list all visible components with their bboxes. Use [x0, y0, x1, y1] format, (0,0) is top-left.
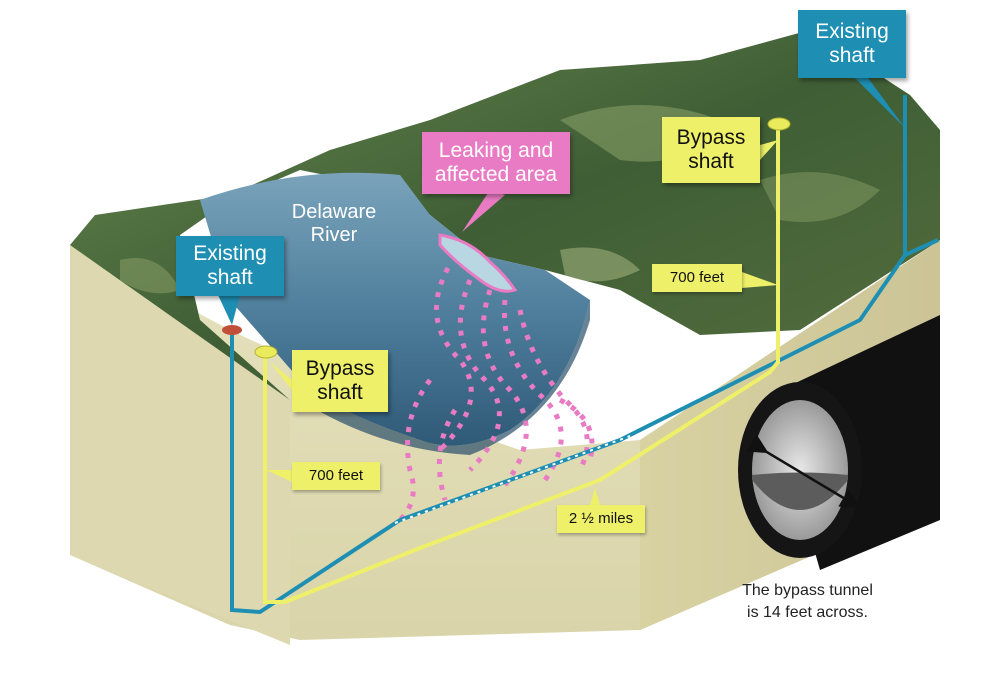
bypass-shaft-label-right-line2: shaft	[688, 150, 734, 173]
existing-shaft-label-left-line2: shaft	[207, 266, 253, 289]
existing-shaft-label-right-line2: shaft	[829, 44, 875, 67]
bypass-shaft-label-left-line2: shaft	[317, 381, 363, 404]
existing-shaft-label-left-line1: Existing	[193, 242, 267, 266]
tunnel-length-label-text: 2 ½ miles	[568, 509, 634, 527]
leaking-area-label: Leaking and affected area	[422, 132, 570, 194]
river-label-line1: Delaware	[291, 201, 377, 223]
bypass-shaft-label-left-line1: Bypass	[305, 357, 375, 381]
depth-label-left-text: 700 feet	[308, 466, 364, 484]
tunnel-length-label: 2 ½ miles	[557, 505, 645, 533]
tunnel-pipe	[738, 315, 940, 570]
river-label-line2: River	[310, 224, 358, 246]
bypass-shaft-label-left: Bypass shaft	[292, 350, 388, 412]
tunnel-caption: The bypass tunnel is 14 feet across.	[700, 580, 915, 623]
bypass-shaft-cap-left	[254, 345, 278, 359]
existing-shaft-label-right-line1: Existing	[815, 20, 889, 44]
existing-shaft-cap-left	[222, 325, 242, 335]
depth-label-left: 700 feet	[292, 462, 380, 490]
bypass-tunnel	[263, 128, 780, 604]
soil-left-face	[70, 245, 290, 645]
bypass-shaft-label-right: Bypass shaft	[662, 117, 760, 183]
existing-shaft-label-right: Existing shaft	[798, 10, 906, 78]
tunnel-caption-line1: The bypass tunnel	[742, 582, 873, 599]
tunnel-caption-line2: is 14 feet across.	[747, 603, 868, 621]
leak-plumes	[398, 266, 595, 522]
leaking-area-label-line2: affected area	[434, 163, 558, 186]
depth-label-right: 700 feet	[652, 264, 742, 292]
delaware-river	[200, 172, 590, 446]
depth-label-right-text: 700 feet	[669, 268, 725, 286]
leaking-area-label-line1: Leaking and	[438, 139, 554, 163]
bypass-shaft-label-right-line1: Bypass	[676, 126, 746, 150]
leaking-area-outline	[438, 233, 518, 293]
callout-pointers	[218, 78, 905, 505]
river-label: Delaware River	[284, 201, 384, 247]
existing-shaft-label-left: Existing shaft	[176, 236, 284, 296]
bypass-shaft-cap-right	[767, 117, 791, 131]
existing-tunnel	[230, 95, 939, 615]
